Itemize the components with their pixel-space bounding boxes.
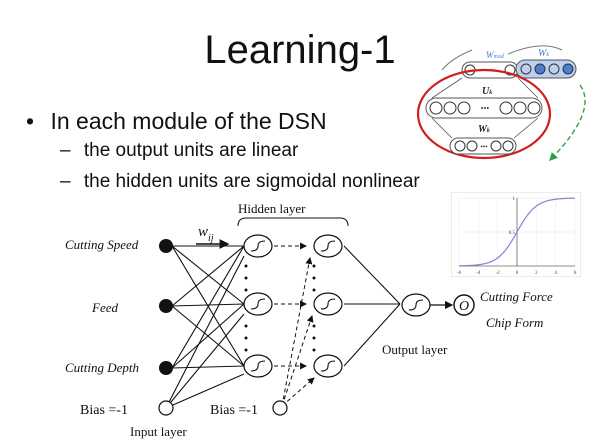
dsn-layer-box <box>425 97 543 119</box>
sigmoid-y-tick: 0.5 <box>509 231 516 236</box>
dsn-connection <box>431 77 539 139</box>
dsn-unit <box>513 101 527 115</box>
output-symbol: O <box>459 299 469 314</box>
hidden-output-connections <box>343 245 401 367</box>
sigmoid-chart: -6 -4 -2 0 2 4 6 0.5 1 <box>451 192 581 277</box>
sigmoid-glyph-icon <box>250 240 424 372</box>
weight-sub: ij <box>208 233 214 244</box>
bullet-text: the output units are linear <box>83 140 299 161</box>
dsn-w-bottom-sub: k <box>487 128 490 134</box>
dsn-unit <box>490 140 502 152</box>
output-layer-label: Output layer <box>382 342 448 357</box>
input-node <box>159 299 173 313</box>
dsn-feed-arrow <box>441 49 473 71</box>
sigmoid-x-tick: -4 <box>476 271 481 276</box>
bullet-text: the hidden units are sigmoidal nonlinear <box>83 171 420 192</box>
hidden-dashed-connections <box>274 242 315 407</box>
sigmoid-curve <box>458 197 576 267</box>
input-label-cutting-speed: Cutting Speed <box>65 237 139 252</box>
bias-hidden-label: Bias =-1 <box>210 403 258 418</box>
input-label-cutting-depth: Cutting Depth <box>65 360 139 375</box>
slide-title: Learning-1 <box>204 28 396 72</box>
bias-input-node <box>158 400 174 416</box>
dsn-w-right: W <box>538 48 548 59</box>
svg-text:Wk: Wk <box>478 124 490 135</box>
hidden-layer-bracket <box>237 217 349 227</box>
bias-hidden-node <box>272 400 288 416</box>
sigmoid-x-tick: 6 <box>574 271 577 276</box>
dsn-u: U <box>482 86 490 97</box>
dsn-unit <box>548 63 560 75</box>
dsn-unit <box>429 101 443 115</box>
sigmoid-x-tick: 4 <box>554 271 557 276</box>
output-label-chip-form: Chip Form <box>486 315 543 330</box>
sigmoid-x-tick: 0 <box>516 271 519 276</box>
bias-input-label: Bias =-1 <box>80 403 128 418</box>
dsn-unit <box>466 140 478 152</box>
sigmoid-x-tick: -2 <box>496 271 501 276</box>
dsn-unit <box>534 63 546 75</box>
dsn-unit <box>527 101 541 115</box>
hidden-layer-label: Hidden layer <box>238 201 306 216</box>
dsn-w-right-sub: k <box>546 52 549 58</box>
dsn-unit <box>499 101 513 115</box>
vertical-dots <box>244 264 316 352</box>
bullet-text: In each module of the DSN <box>50 108 327 134</box>
input-node <box>159 361 173 375</box>
dsn-unit <box>443 101 457 115</box>
input-node <box>159 239 173 253</box>
dsn-dots: ••• <box>481 104 490 113</box>
bullet-marker: – <box>60 171 71 192</box>
bullet-marker: • <box>26 108 35 134</box>
dsn-dots: ••• <box>480 143 488 151</box>
sigmoid-x-tick: -6 <box>457 271 462 276</box>
dsn-feed-arrow <box>549 84 586 162</box>
dsn-unit <box>502 140 514 152</box>
dsn-unit <box>454 140 466 152</box>
dsn-module-diagram: ••• Wmod Wk ••• Uk ••• Wk <box>416 45 586 162</box>
svg-text:Wk: Wk <box>538 48 549 59</box>
bullet-3: – the hidden units are sigmoidal nonline… <box>60 171 420 193</box>
input-hidden-connections <box>165 245 245 409</box>
dsn-feed-arrow <box>507 45 563 55</box>
weight-label: w <box>198 224 208 240</box>
dsn-u-sub: k <box>489 90 492 96</box>
dsn-layer-box <box>515 59 577 79</box>
output-label-cutting-force: Cutting Force <box>480 289 553 304</box>
dsn-w-top-sub: mod <box>494 54 505 60</box>
output-o-node <box>453 294 475 316</box>
network-diagram: Cutting Speed Feed Cutting Depth wij Hid… <box>65 201 553 439</box>
svg-text:wij: wij <box>198 224 214 244</box>
dsn-w-top: W <box>486 50 495 60</box>
dsn-unit <box>520 63 532 75</box>
bullet-marker: – <box>60 140 71 161</box>
svg-text:Uk: Uk <box>482 86 492 97</box>
input-label-feed: Feed <box>91 300 118 315</box>
sigmoid-x-tick: 2 <box>535 271 538 276</box>
dsn-w-bottom: W <box>478 124 488 135</box>
dsn-unit <box>562 63 574 75</box>
dsn-module-highlight <box>416 68 552 160</box>
input-layer-label: Input layer <box>130 424 187 439</box>
sigmoid-y-tick: 1 <box>513 197 516 202</box>
dsn-unit <box>457 101 471 115</box>
bullet-2: – the output units are linear <box>60 140 298 162</box>
svg-text:Wmod: Wmod <box>486 50 505 60</box>
bullet-1: • In each module of the DSN <box>26 108 327 135</box>
